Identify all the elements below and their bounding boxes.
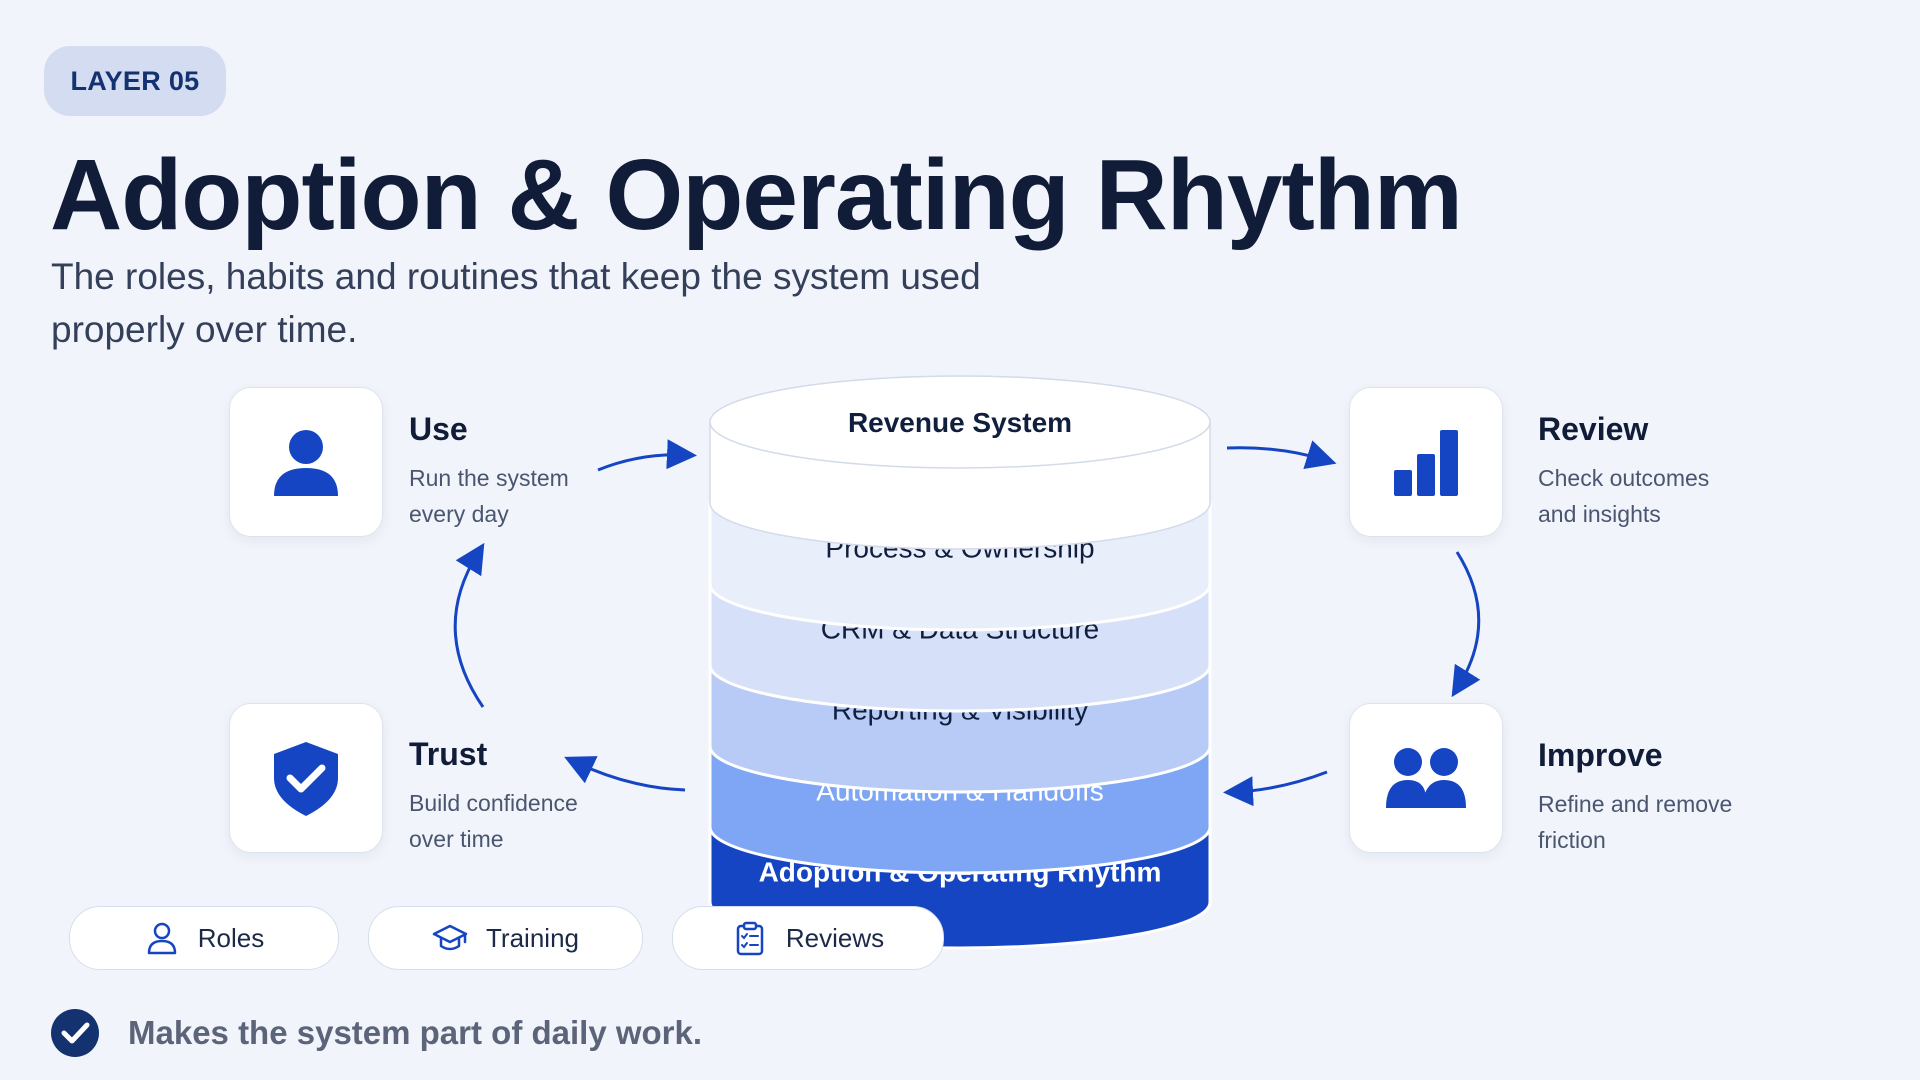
use-step: Use Run the system every day bbox=[409, 411, 609, 532]
arrow-improve-to-stack bbox=[1223, 770, 1328, 807]
trust-desc: Build confidence over time bbox=[409, 790, 578, 852]
page-subtitle: The roles, habits and routines that keep… bbox=[51, 256, 981, 350]
stack-layer-label-0: Revenue System bbox=[848, 407, 1072, 438]
review-card bbox=[1349, 387, 1503, 537]
review-title: Review bbox=[1538, 411, 1649, 447]
reviews-pill-label: Reviews bbox=[785, 922, 885, 953]
arrow-review-to-improve bbox=[1451, 551, 1481, 698]
roles-pill-label: Roles bbox=[197, 922, 265, 953]
graduation-cap-icon bbox=[432, 924, 468, 951]
use-desc: Run the system every day bbox=[409, 465, 569, 527]
review-desc: Check outcomes and insights bbox=[1538, 465, 1710, 527]
shield-check-icon bbox=[274, 742, 338, 816]
person-outline-icon bbox=[147, 922, 176, 955]
user-icon bbox=[274, 430, 338, 496]
improve-card bbox=[1349, 703, 1503, 853]
trust-title: Trust bbox=[409, 736, 488, 772]
use-title: Use bbox=[409, 411, 468, 447]
roles-pill: Roles bbox=[69, 906, 339, 970]
stack-diagram: Adoption & Operating RhythmAutomation & … bbox=[708, 375, 1212, 950]
trust-step: Trust Build confidence over time bbox=[409, 736, 609, 857]
arrow-trust-to-use bbox=[453, 542, 485, 708]
clipboard-checklist-icon bbox=[736, 921, 764, 956]
layer-badge: LAYER 05 bbox=[44, 46, 226, 116]
arrow-stack-to-review bbox=[1226, 440, 1337, 469]
revenue-system-stack: Adoption & Operating RhythmAutomation & … bbox=[700, 360, 1220, 950]
improve-title: Improve bbox=[1538, 737, 1663, 773]
stack-layer-0: Revenue System bbox=[709, 375, 1211, 550]
review-step: Review Check outcomes and insights bbox=[1538, 411, 1738, 532]
improve-desc: Refine and remove friction bbox=[1538, 791, 1733, 853]
trust-card bbox=[229, 703, 383, 853]
page-title: Adoption & Operating Rhythm bbox=[50, 139, 1463, 251]
check-circle-icon bbox=[51, 1009, 99, 1057]
use-card bbox=[229, 387, 383, 537]
training-pill-label: Training bbox=[486, 922, 579, 953]
bar-chart-icon bbox=[1394, 430, 1458, 496]
training-pill: Training bbox=[368, 906, 643, 970]
arrow-use-to-stack bbox=[597, 439, 697, 472]
footer-text: Makes the system part of daily work. bbox=[128, 1014, 703, 1051]
footer-note: Makes the system part of daily work. bbox=[50, 1008, 702, 1058]
reviews-pill: Reviews bbox=[672, 906, 944, 970]
improve-step: Improve Refine and remove friction bbox=[1538, 737, 1738, 858]
people-icon bbox=[1386, 748, 1466, 808]
